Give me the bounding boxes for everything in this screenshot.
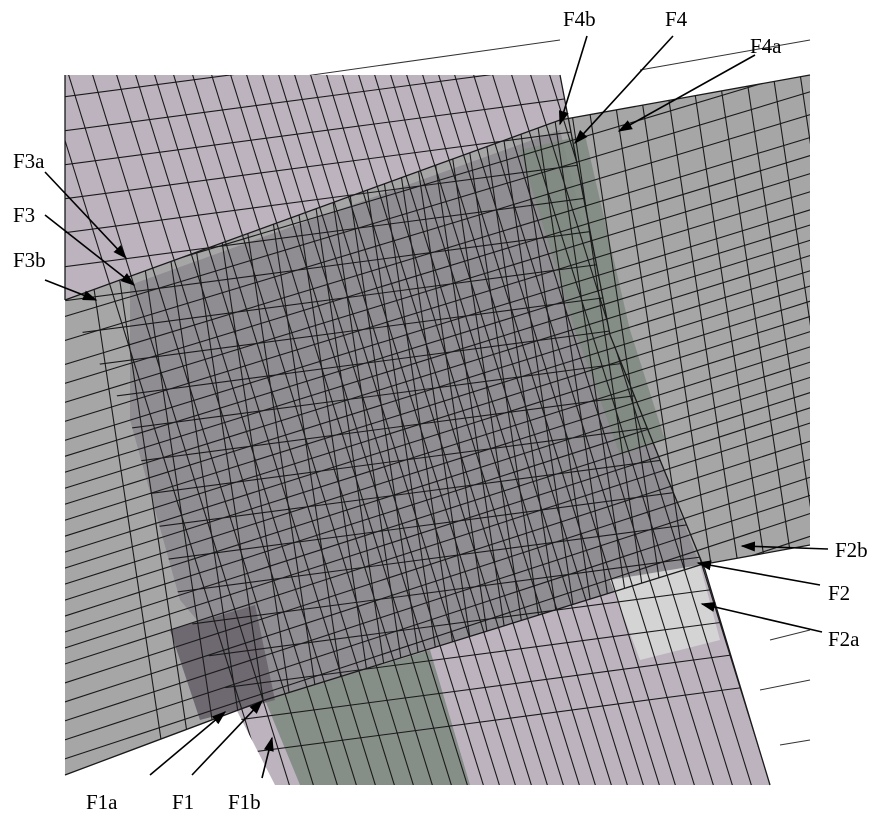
label-F1: F1 bbox=[172, 790, 194, 814]
arrow-F1b bbox=[261, 736, 274, 779]
mesh-line-horizontal bbox=[65, 367, 810, 625]
mesh-line-vertical bbox=[289, 75, 521, 785]
label-F2a: F2a bbox=[828, 627, 860, 651]
arrow-F3 bbox=[44, 214, 136, 286]
mesh-line-horizontal bbox=[65, 336, 810, 593]
arrow-F1a bbox=[149, 711, 227, 776]
mesh-line-horizontal bbox=[65, 260, 810, 513]
mesh-line-vertical bbox=[87, 75, 319, 785]
arrow-F2b bbox=[740, 541, 829, 552]
green-strip-lower bbox=[265, 650, 470, 785]
mesh-line-horizontal-cross bbox=[770, 75, 810, 775]
mesh-line-vertical bbox=[273, 75, 505, 785]
label-F1b: F1b bbox=[228, 790, 261, 814]
label-F4: F4 bbox=[665, 7, 688, 31]
mesh-line-vertical bbox=[206, 75, 438, 785]
mesh-line-vertical bbox=[130, 75, 362, 785]
label-F1a: F1a bbox=[86, 790, 118, 814]
mesh-line-horizontal bbox=[65, 352, 810, 609]
mesh-line-horizontal bbox=[65, 397, 810, 657]
arrow-F1 bbox=[191, 699, 263, 776]
arrow-F4 bbox=[574, 35, 674, 145]
mesh-line-vertical bbox=[369, 75, 601, 785]
label-F3: F3 bbox=[13, 203, 35, 227]
arrow-F4b bbox=[558, 35, 588, 126]
mesh-line-vertical bbox=[168, 75, 400, 785]
mesh-line-vertical bbox=[487, 75, 719, 785]
label-F4a: F4a bbox=[750, 34, 782, 58]
mesh-line-vertical bbox=[506, 75, 738, 785]
mesh-line-horizontal-cross bbox=[743, 75, 810, 775]
mesh-line-horizontal bbox=[65, 382, 810, 641]
mesh-line-horizontal bbox=[65, 412, 810, 673]
arrow-F2a bbox=[700, 602, 823, 633]
mesh-line-horizontal bbox=[65, 448, 810, 711]
mesh-line-horizontal bbox=[65, 105, 810, 349]
arrow-F2 bbox=[696, 560, 821, 586]
mesh-line-horizontal bbox=[65, 82, 810, 325]
mesh-line-horizontal bbox=[65, 291, 810, 545]
mesh-line-horizontal bbox=[65, 182, 810, 430]
arrow-F4a bbox=[617, 54, 756, 132]
mesh-line-vertical-cross bbox=[65, 75, 770, 135]
label-F4b: F4b bbox=[563, 7, 596, 31]
mesh-line-horizontal bbox=[65, 245, 810, 497]
mesh-line-vertical bbox=[337, 75, 569, 785]
mesh-line-vertical bbox=[65, 75, 295, 785]
mesh-line-horizontal bbox=[65, 503, 810, 768]
label-F3b: F3b bbox=[13, 248, 46, 272]
mesh-line-vertical bbox=[111, 75, 343, 785]
arrow-F3a bbox=[44, 171, 127, 260]
arrow-F3b bbox=[44, 279, 98, 301]
mesh-line-horizontal bbox=[65, 276, 810, 529]
mesh-line-vertical bbox=[65, 75, 271, 785]
dark-patch bbox=[170, 605, 275, 720]
mesh-line-vertical bbox=[225, 75, 457, 785]
mesh-line-horizontal bbox=[65, 215, 810, 465]
mesh-line-horizontal bbox=[65, 200, 810, 449]
mesh-line-vertical bbox=[353, 75, 585, 785]
mesh-line-vertical bbox=[321, 75, 553, 785]
label-F2: F2 bbox=[828, 581, 850, 605]
mesh-line-vertical-cross bbox=[65, 75, 770, 101]
label-F2b: F2b bbox=[835, 538, 868, 562]
light-tip bbox=[610, 565, 720, 660]
mesh-line-horizontal bbox=[65, 467, 810, 730]
mesh-line-horizontal bbox=[65, 145, 810, 392]
mesh-line-horizontal bbox=[65, 321, 810, 577]
mesh-line-horizontal bbox=[65, 485, 810, 749]
mesh-line-vertical bbox=[241, 75, 473, 785]
mesh-line-horizontal bbox=[65, 230, 810, 481]
label-F3a: F3a bbox=[13, 149, 45, 173]
mesh-line-horizontal bbox=[65, 163, 810, 411]
annotations: F1a F1 F1b F2b F2 F2a F3a F3 F3b F4b F4 … bbox=[13, 7, 868, 814]
